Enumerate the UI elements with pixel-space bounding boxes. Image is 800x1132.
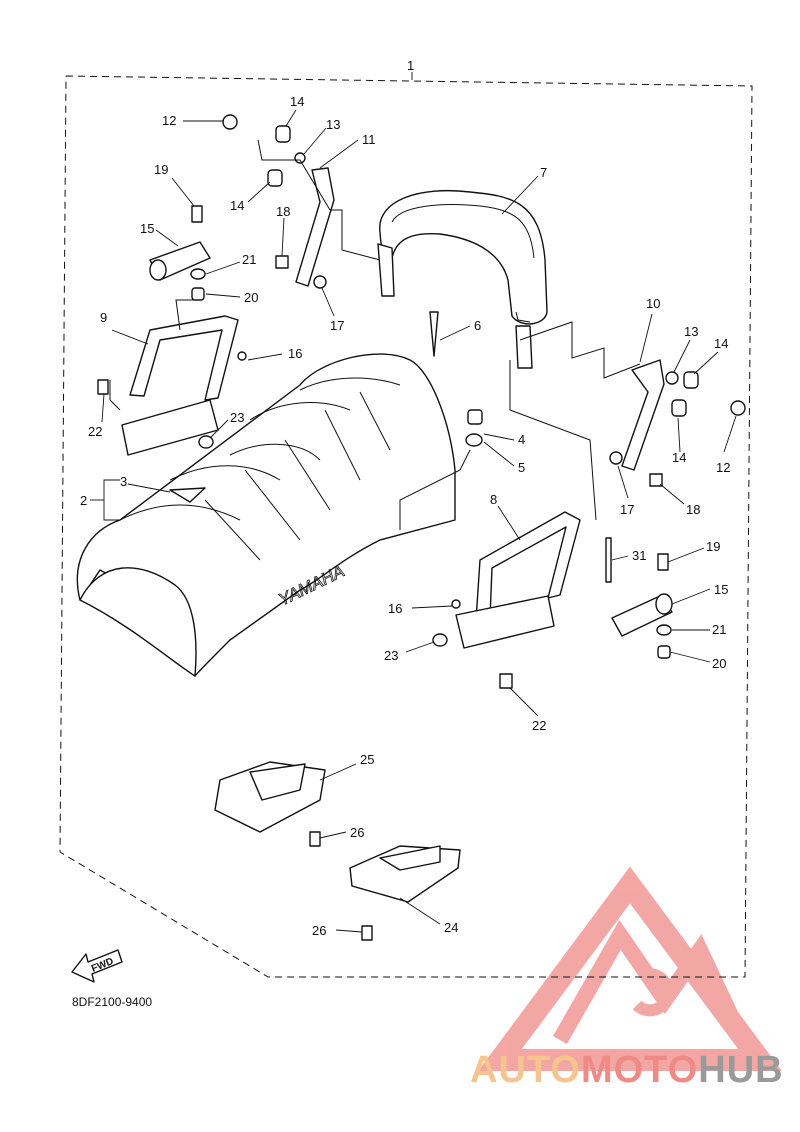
part-code: 8DF2100-9400 bbox=[72, 995, 152, 1009]
watermark-hub: HUB bbox=[698, 1049, 783, 1091]
callout-7: 7 bbox=[540, 165, 547, 180]
bracket-right bbox=[515, 325, 533, 369]
callout-22-left: 22 bbox=[88, 424, 102, 439]
callout-21-left: 21 bbox=[242, 252, 256, 267]
callout-2: 2 bbox=[80, 493, 87, 508]
grab-bar-left bbox=[121, 315, 239, 456]
stay-left bbox=[295, 167, 335, 287]
callout-13-left: 13 bbox=[326, 117, 340, 132]
callout-1: 1 bbox=[407, 58, 414, 73]
callout-13-right: 13 bbox=[684, 324, 698, 339]
callout-25: 25 bbox=[360, 752, 374, 767]
damper-right bbox=[611, 593, 673, 637]
fwd-arrow-icon: FWD bbox=[71, 949, 123, 983]
callout-15-left: 15 bbox=[140, 221, 154, 236]
callout-3: 3 bbox=[120, 474, 127, 489]
callout-26-upper: 26 bbox=[350, 825, 364, 840]
hardware bbox=[97, 114, 746, 941]
backrest bbox=[379, 189, 548, 325]
watermark-moto: MOTO bbox=[581, 1049, 698, 1091]
footrest-lower bbox=[349, 845, 461, 903]
callout-16-right: 16 bbox=[388, 601, 402, 616]
damper-left bbox=[149, 241, 211, 281]
callout-6: 6 bbox=[474, 318, 481, 333]
callout-24: 24 bbox=[444, 920, 458, 935]
callout-16-left: 16 bbox=[288, 346, 302, 361]
callout-4: 4 bbox=[518, 432, 525, 447]
callout-14-d: 14 bbox=[672, 450, 686, 465]
callout-12-right: 12 bbox=[716, 460, 730, 475]
fwd-label: FWD bbox=[90, 956, 115, 975]
callout-17-right: 17 bbox=[620, 502, 634, 517]
callout-18-right: 18 bbox=[686, 502, 700, 517]
bracket-left bbox=[377, 243, 395, 297]
callout-26-lower: 26 bbox=[312, 923, 326, 938]
callout-12-left: 12 bbox=[162, 113, 176, 128]
callout-18-left: 18 bbox=[276, 204, 290, 219]
callout-9: 9 bbox=[100, 310, 107, 325]
callout-14-c: 14 bbox=[714, 336, 728, 351]
watermark-auto: AUTO bbox=[470, 1049, 581, 1091]
callout-23-right: 23 bbox=[384, 648, 398, 663]
stay-right bbox=[621, 359, 665, 471]
watermark-text: AUTOMOTOHUB bbox=[470, 1049, 784, 1091]
callout-23-left: 23 bbox=[230, 410, 244, 425]
seat: YAMAHA bbox=[76, 353, 456, 677]
callout-5: 5 bbox=[518, 460, 525, 475]
watermark-logo bbox=[478, 866, 782, 1071]
leader-lines bbox=[90, 109, 737, 933]
callout-14-a: 14 bbox=[290, 94, 304, 109]
callout-15-right: 15 bbox=[714, 582, 728, 597]
callout-19-right: 19 bbox=[706, 539, 720, 554]
callout-20-left: 20 bbox=[244, 290, 258, 305]
assembly-boundary bbox=[59, 75, 753, 978]
callout-22-right: 22 bbox=[532, 718, 546, 733]
callouts: 1 2 3 4 5 6 7 8 9 10 11 12 12 13 13 14 1… bbox=[80, 58, 730, 938]
callout-8: 8 bbox=[490, 492, 497, 507]
callout-10: 10 bbox=[646, 296, 660, 311]
callout-11: 11 bbox=[362, 132, 376, 147]
grab-bar-right bbox=[455, 511, 581, 649]
callout-17-left: 17 bbox=[330, 318, 344, 333]
callout-21-right: 21 bbox=[712, 622, 726, 637]
callout-14-b: 14 bbox=[230, 198, 244, 213]
callout-20-right: 20 bbox=[712, 656, 726, 671]
callout-31: 31 bbox=[632, 548, 646, 563]
footrest-upper bbox=[214, 761, 326, 833]
callout-19-left: 19 bbox=[154, 162, 168, 177]
